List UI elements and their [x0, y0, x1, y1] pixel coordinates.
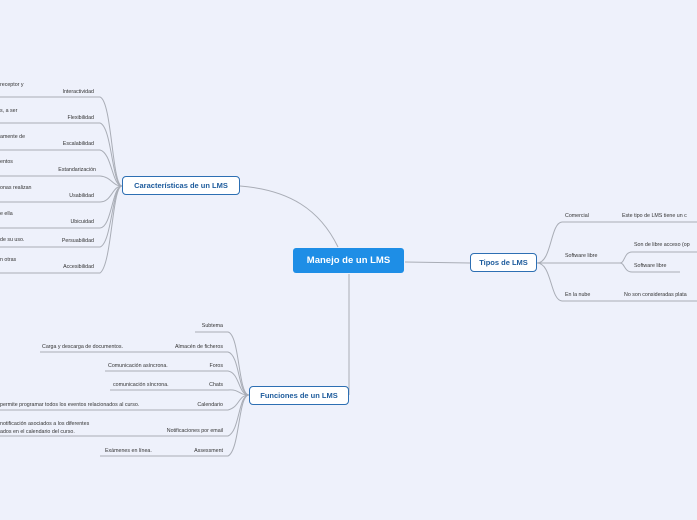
carac-detail-3: amente de — [0, 134, 26, 140]
func-detail-notificaciones-2: ados en el calendario del curso. — [0, 429, 75, 435]
carac-detail-8: n otras — [0, 257, 17, 263]
func-label-subtema[interactable]: Subtema — [201, 323, 223, 329]
tipos-label-software-libre[interactable]: Software libre — [565, 253, 598, 259]
carac-detail-1: receptor y — [0, 82, 24, 88]
carac-label-interactividad[interactable]: Interactividad — [62, 89, 94, 95]
func-label-chats[interactable]: Chats — [209, 382, 223, 388]
func-detail-notificaciones-1: notificación asociados a los diferentes — [0, 421, 90, 427]
func-detail-calendario: permite programar todos los eventos rela… — [0, 402, 140, 408]
topic-funciones[interactable]: Funciones de un LMS — [249, 386, 349, 405]
tipos-detail-libre-acceso: Son de libre acceso (op — [634, 242, 690, 248]
central-topic[interactable]: Manejo de un LMS — [293, 248, 404, 273]
carac-detail-6: e ella — [0, 211, 13, 217]
carac-label-usabilidad[interactable]: Usabilidad — [69, 193, 94, 199]
carac-label-accesibilidad[interactable]: Accesibilidad — [63, 264, 94, 270]
carac-label-estandarizacion[interactable]: Estandarización — [58, 167, 96, 173]
carac-detail-2: s, a ser — [0, 108, 18, 114]
topic-tipos[interactable]: Tipos de LMS — [470, 253, 537, 272]
func-detail-foros: Comunicación asíncrona. — [108, 363, 168, 369]
carac-detail-5: onas realizan — [0, 185, 32, 191]
tipos-detail-comercial: Este tipo de LMS tiene un c — [622, 213, 687, 219]
carac-label-ubicuidad[interactable]: Ubicuidad — [70, 219, 94, 225]
carac-label-persuabilidad[interactable]: Persuabilidad — [61, 238, 94, 244]
func-detail-almacen: Carga y descarga de documentos. — [42, 344, 123, 350]
func-detail-assessment: Exámenes en línea. — [105, 448, 152, 454]
carac-label-escalabilidad[interactable]: Escalabilidad — [62, 141, 94, 147]
tipos-detail-nube: No son consideradas plata — [624, 292, 687, 298]
func-label-assessment[interactable]: Assessment — [194, 448, 223, 454]
topic-caracteristicas[interactable]: Características de un LMS — [122, 176, 240, 195]
tipos-label-comercial[interactable]: Comercial — [565, 213, 589, 219]
tipos-detail-software-libre: Software libre — [634, 263, 667, 269]
func-label-notificaciones[interactable]: Notificaciones por email — [166, 428, 223, 434]
func-label-foros[interactable]: Foros — [209, 363, 223, 369]
func-label-almacen[interactable]: Almacén de ficheros — [175, 344, 223, 350]
carac-label-flexibilidad[interactable]: Flexibilidad — [67, 115, 95, 121]
carac-detail-7: de su uso. — [0, 237, 25, 243]
func-detail-chats: comunicación síncrona. — [113, 382, 169, 388]
carac-detail-4: entos — [0, 159, 13, 165]
func-label-calendario[interactable]: Calendario — [197, 402, 223, 408]
tipos-label-nube[interactable]: En la nube — [565, 292, 591, 298]
